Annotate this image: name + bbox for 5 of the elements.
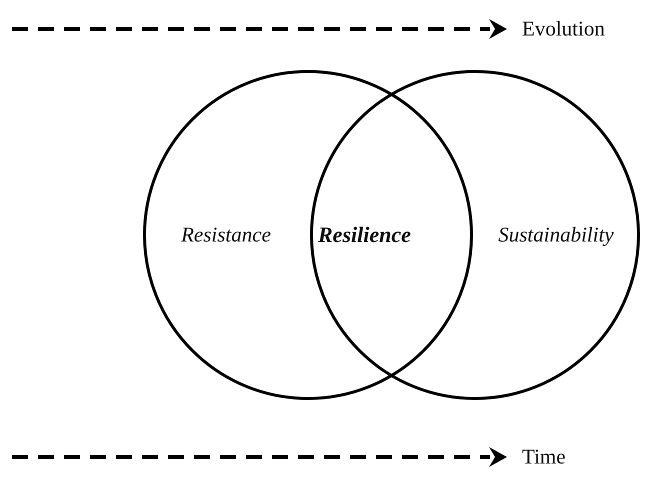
circle-label: Sustainability — [498, 222, 614, 248]
axis-label: Evolution — [522, 16, 605, 42]
circle-label: Resistance — [181, 222, 271, 248]
axis-label: Time — [522, 444, 566, 470]
overlap-label: Resilience — [318, 222, 411, 248]
